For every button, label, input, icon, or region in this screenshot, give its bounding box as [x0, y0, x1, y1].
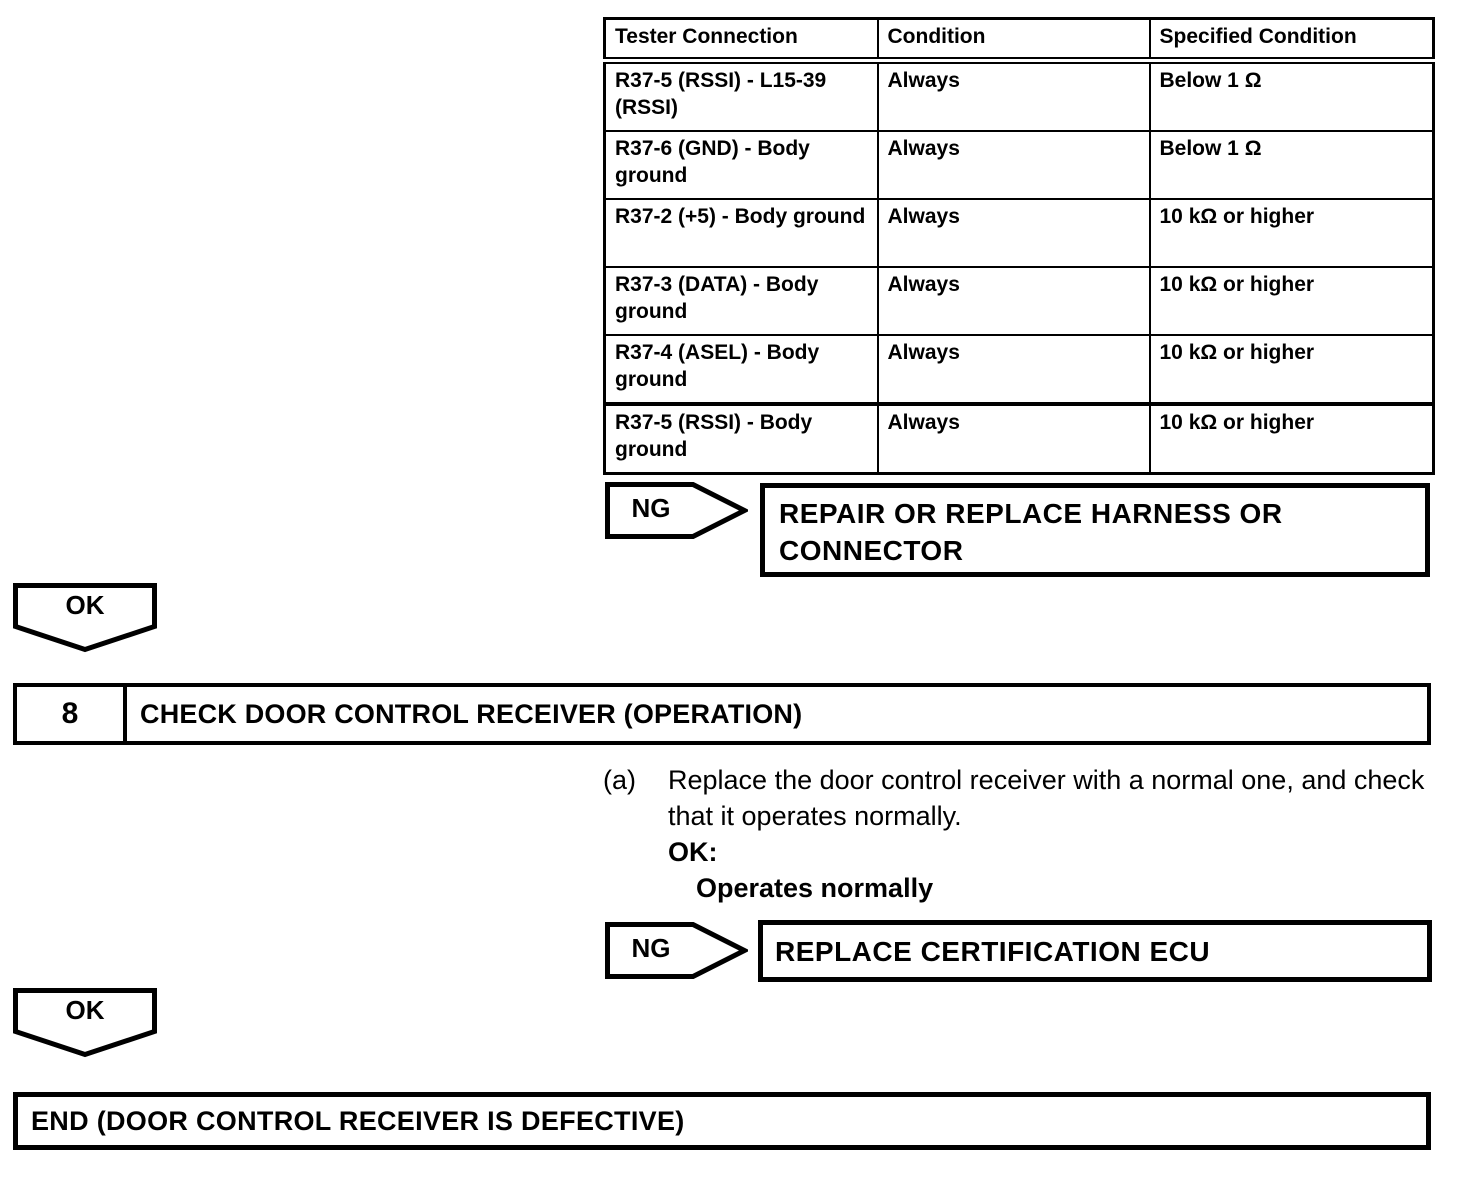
step-number: 8 — [17, 687, 127, 741]
cell-specified-condition: 10 kΩ or higher — [1148, 402, 1435, 475]
ok-arrow-shape — [13, 988, 157, 1058]
ok-condition: Operates normally — [696, 873, 934, 903]
resistance-spec-table: Tester Connection Condition Specified Co… — [603, 17, 1435, 475]
cell-condition: Always — [876, 402, 1151, 475]
instruction-body: Replace the door control receiver with a… — [668, 762, 1446, 906]
cell-tester-connection: R37-5 (RSSI) - Body ground — [603, 402, 879, 475]
table-header-row: Tester Connection Condition Specified Co… — [603, 17, 1435, 64]
cell-specified-condition: 10 kΩ or higher — [1148, 266, 1435, 336]
table-row: R37-3 (DATA) - Body ground Always 10 kΩ … — [603, 266, 1435, 336]
repair-harness-box-text: REPAIR OR REPLACE HARNESS OR CONNECTOR — [779, 498, 1283, 566]
end-box-text: END (DOOR CONTROL RECEIVER IS DEFECTIVE) — [31, 1105, 685, 1136]
cell-condition: Always — [876, 130, 1151, 200]
ok-heading: OK: — [668, 837, 718, 867]
ok-arrow-label: OK — [65, 994, 105, 1025]
cell-condition: Always — [876, 266, 1151, 336]
cell-tester-connection: R37-4 (ASEL) - Body ground — [603, 334, 879, 405]
step-instruction: (a) Replace the door control receiver wi… — [603, 762, 1448, 906]
step-header-bar: 8 CHECK DOOR CONTROL RECEIVER (OPERATION… — [13, 683, 1431, 745]
ok-arrow-shape — [13, 583, 157, 653]
table-row: R37-2 (+5) - Body ground Always 10 kΩ or… — [603, 198, 1435, 268]
replace-ecu-box: REPLACE CERTIFICATION ECU — [758, 920, 1432, 982]
ok-arrow: OK — [13, 988, 157, 1058]
cell-condition: Always — [876, 59, 1151, 132]
ok-arrow: OK — [13, 583, 157, 653]
step-title: CHECK DOOR CONTROL RECEIVER (OPERATION) — [140, 698, 803, 729]
header-condition: Condition — [876, 17, 1151, 64]
cell-tester-connection: R37-3 (DATA) - Body ground — [603, 266, 879, 336]
cell-tester-connection: R37-5 (RSSI) - L15-39 (RSSI) — [603, 59, 879, 132]
end-box: END (DOOR CONTROL RECEIVER IS DEFECTIVE) — [13, 1092, 1431, 1150]
instruction-text: Replace the door control receiver with a… — [668, 765, 1425, 831]
ng-arrow-label: NG — [631, 493, 671, 523]
cell-condition: Always — [876, 334, 1151, 405]
table-row: R37-4 (ASEL) - Body ground Always 10 kΩ … — [603, 334, 1435, 405]
ng-arrow-shape — [605, 482, 748, 539]
cell-specified-condition: Below 1 Ω — [1148, 59, 1435, 132]
cell-specified-condition: 10 kΩ or higher — [1148, 334, 1435, 405]
header-tester-connection: Tester Connection — [603, 17, 879, 64]
cell-tester-connection: R37-2 (+5) - Body ground — [603, 198, 879, 268]
table-row: R37-6 (GND) - Body ground Always Below 1… — [603, 130, 1435, 200]
ng-arrow-shape — [605, 922, 748, 979]
cell-tester-connection: R37-6 (GND) - Body ground — [603, 130, 879, 200]
ng-arrow: NG — [605, 922, 748, 979]
replace-ecu-box-text: REPLACE CERTIFICATION ECU — [775, 935, 1211, 967]
header-specified-condition: Specified Condition — [1148, 17, 1435, 64]
list-item-marker: (a) — [603, 765, 636, 795]
cell-specified-condition: Below 1 Ω — [1148, 130, 1435, 200]
cell-specified-condition: 10 kΩ or higher — [1148, 198, 1435, 268]
repair-harness-box: REPAIR OR REPLACE HARNESS OR CONNECTOR — [760, 483, 1430, 577]
table-row: R37-5 (RSSI) - Body ground Always 10 kΩ … — [603, 402, 1435, 475]
ok-arrow-label: OK — [65, 589, 105, 620]
ng-arrow-label: NG — [631, 933, 671, 963]
cell-condition: Always — [876, 198, 1151, 268]
ng-arrow: NG — [605, 482, 748, 539]
table-row: R37-5 (RSSI) - L15-39 (RSSI) Always Belo… — [603, 59, 1435, 132]
